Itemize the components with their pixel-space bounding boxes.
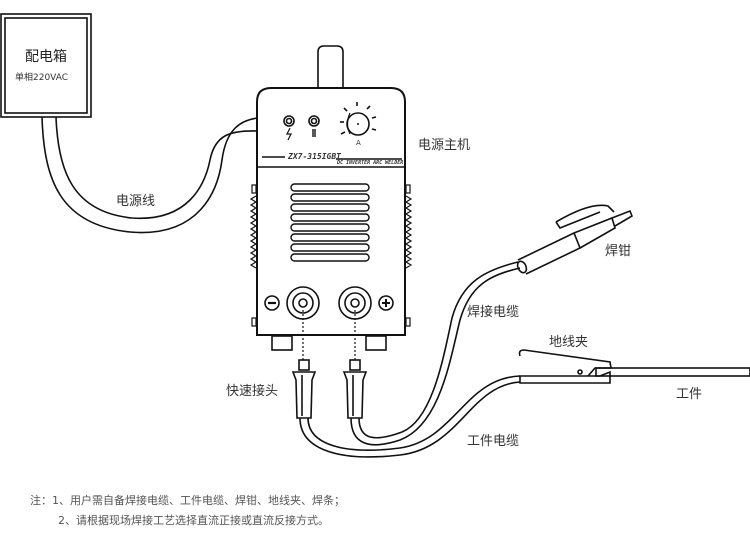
electrode-holder[interactable]	[516, 204, 633, 275]
welder-label: 电源主机	[418, 138, 471, 153]
plus-icon	[378, 295, 394, 311]
quick-connector-label: 快速接头	[226, 384, 279, 399]
distribution-box-title: 配电箱	[25, 49, 67, 65]
side-fins	[249, 184, 413, 327]
indicator-lamps	[283, 115, 320, 127]
welder-handle	[317, 45, 344, 88]
vent-grille	[290, 183, 370, 262]
note-line-2: 2、请根据现场焊接工艺选择直流正接或直流反接方式。	[58, 514, 329, 527]
welding-cable-label: 焊接电缆	[467, 305, 520, 320]
work-cable	[299, 375, 521, 458]
workpiece-label: 工件	[676, 387, 703, 402]
quick-connector-right[interactable]	[342, 359, 368, 419]
electrode-holder-label: 焊钳	[605, 244, 632, 259]
power-lightning-icon	[286, 127, 292, 141]
ground-clamp[interactable]	[518, 349, 612, 384]
welder-model-subtitle: DC INVERTER ARC WELDER	[337, 160, 404, 166]
welder-model: ZX7-315IGBT	[288, 152, 341, 161]
power-cable	[41, 116, 259, 234]
knob-unit-label: A	[356, 139, 361, 147]
workpiece	[595, 367, 750, 377]
note-line-1: 注：1、用户需自备焊接电缆、工件电缆、焊钳、地线夹、焊条；	[30, 494, 345, 507]
quick-connector-left[interactable]	[291, 359, 317, 419]
thermometer-icon	[312, 129, 316, 137]
ground-clamp-label: 地线夹	[549, 335, 589, 350]
distribution-box-voltage: 单相220VAC	[15, 73, 69, 83]
welding-cable	[350, 261, 521, 446]
positive-terminal[interactable]	[338, 286, 372, 320]
work-cable-label: 工件电缆	[467, 434, 520, 449]
distribution-box	[0, 13, 92, 118]
current-knob[interactable]	[340, 102, 377, 136]
welder-foot-left	[271, 335, 293, 351]
welder-foot-right	[365, 335, 387, 351]
power-cable-label: 电源线	[116, 194, 156, 209]
negative-terminal[interactable]	[286, 286, 320, 320]
welder-body	[256, 87, 406, 336]
minus-icon	[264, 295, 280, 311]
